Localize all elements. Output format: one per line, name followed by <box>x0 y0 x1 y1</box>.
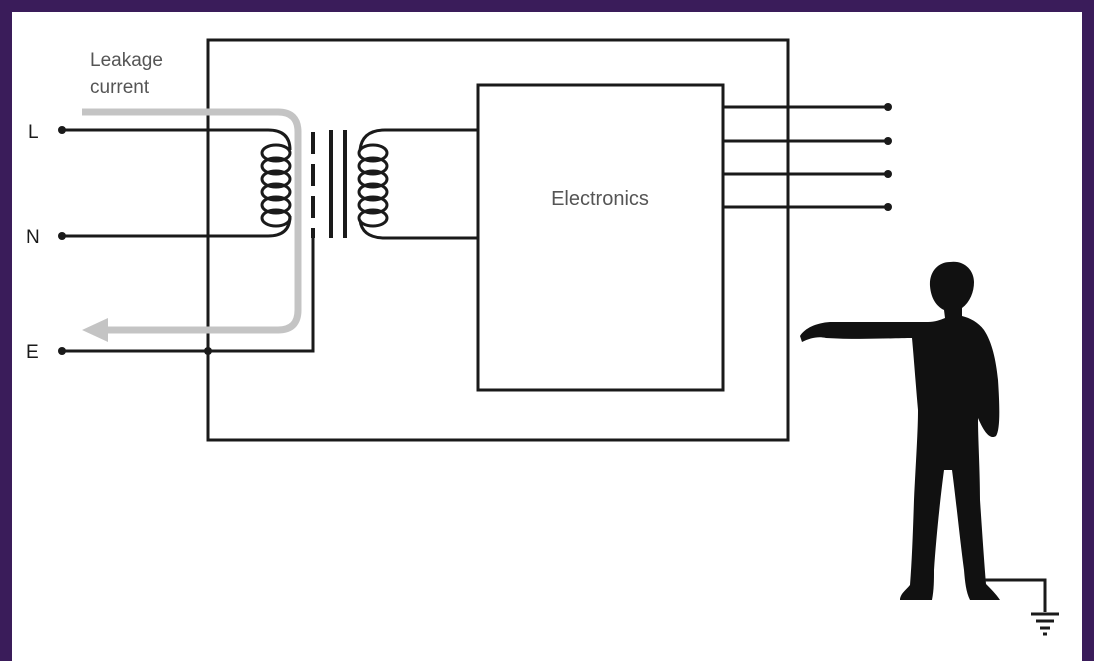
leakage-label-line2: current <box>90 77 150 98</box>
person-silhouette <box>800 261 1000 600</box>
wire-E <box>62 238 315 353</box>
electronics-box <box>476 83 725 392</box>
wire-secondary-top <box>358 128 478 151</box>
diagram-panel: Electronics Leakage current L N E <box>12 12 1082 661</box>
secondary-coil <box>357 143 389 228</box>
equipment-enclosure <box>206 38 790 442</box>
ground-symbol-icon <box>1031 612 1059 636</box>
wire-N <box>62 215 292 238</box>
output-terminal-dots <box>884 103 892 211</box>
terminal-E-label: E <box>26 342 39 363</box>
enclosure-earth-junction <box>204 347 212 355</box>
leakage-arrow-head <box>82 318 108 342</box>
terminal-L-label: L <box>28 122 39 143</box>
circuit-diagram: Electronics Leakage current L N E <box>26 38 1059 636</box>
terminal-N-label: N <box>26 227 40 248</box>
wire-L <box>62 128 292 151</box>
leakage-current-path <box>82 108 302 334</box>
leakage-label-line1: Leakage <box>90 50 163 71</box>
output-wires <box>723 105 888 209</box>
wire-secondary-bottom <box>358 219 478 240</box>
person-ground-wire <box>985 578 1047 612</box>
primary-coil <box>260 143 292 228</box>
electronics-label: Electronics <box>551 188 649 210</box>
